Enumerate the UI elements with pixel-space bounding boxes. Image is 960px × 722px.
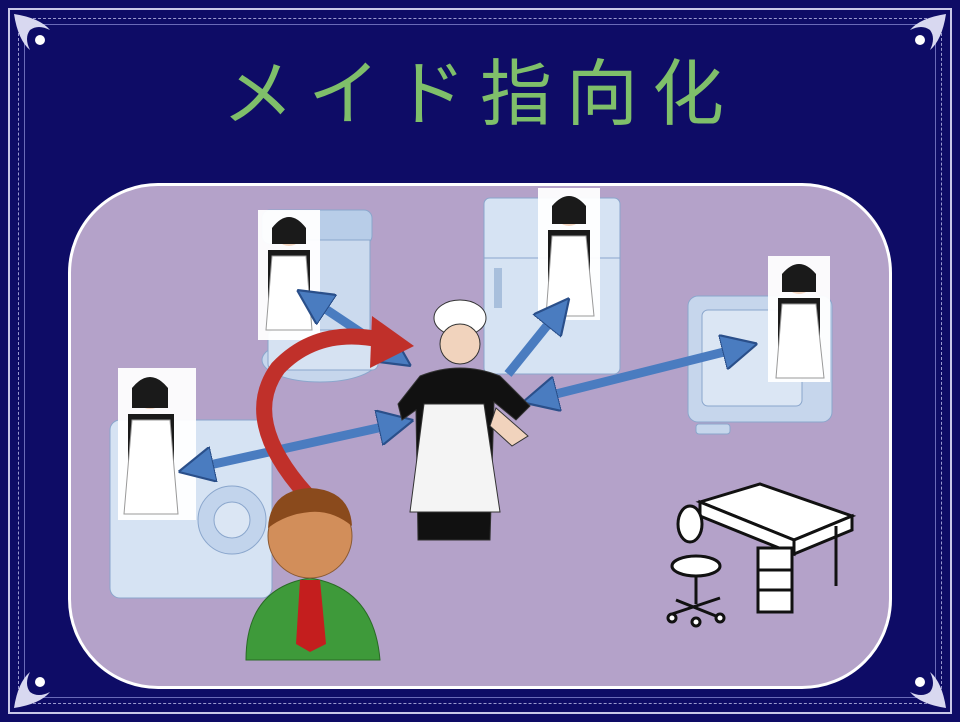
corner-ornament-icon [14, 14, 50, 50]
maid-on-washing-machine-icon [118, 368, 196, 520]
curved-arrow [256, 316, 414, 500]
decorative-frame-inner2 [24, 24, 936, 698]
maid-on-coffee-maker-icon [258, 210, 320, 340]
maid-on-refrigerator-icon [538, 188, 600, 320]
central-maid-icon [397, 299, 531, 541]
decorative-frame [8, 8, 952, 714]
decorative-frame-inner [18, 18, 942, 704]
corner-ornament-icon [14, 672, 50, 708]
user-icon [245, 488, 381, 661]
desk-and-chair-icon [666, 482, 857, 628]
slide-title: メイド指向化 [221, 52, 738, 136]
corner-ornament-icon [910, 14, 946, 50]
maid-on-tv-icon [768, 256, 830, 382]
corner-ornament-icon [910, 672, 946, 708]
